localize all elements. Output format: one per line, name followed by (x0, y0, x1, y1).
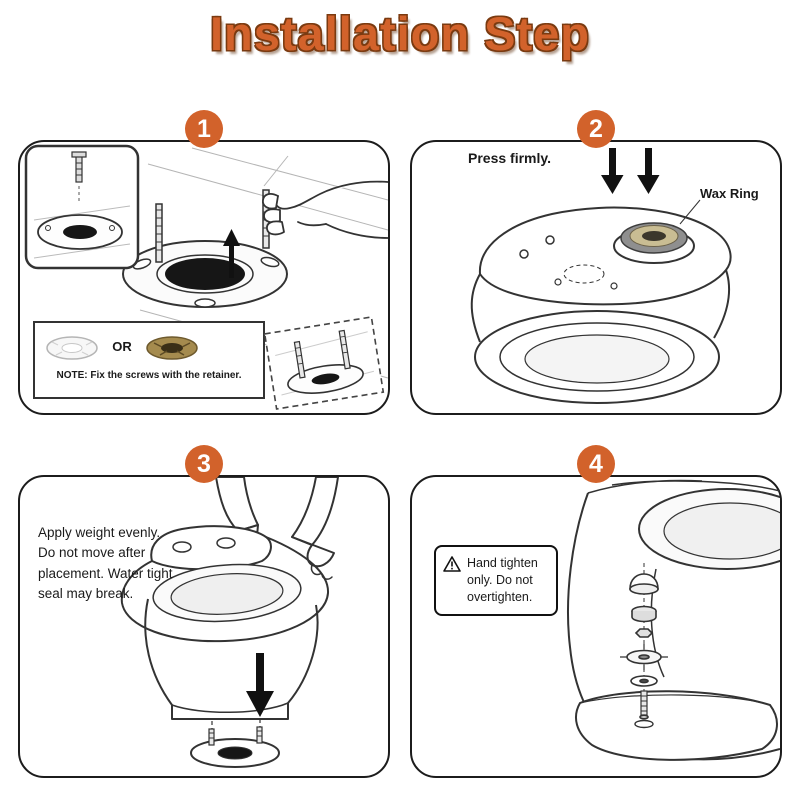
base-bolt-hole (634, 719, 654, 729)
warning-icon (443, 556, 461, 572)
upside-down-bowl (470, 206, 732, 404)
hand-tighten-warning-box: Hand tighten only. Do not overtighten. (434, 545, 558, 616)
down-arrow-icon (246, 653, 274, 717)
step-1-number-badge: 1 (185, 110, 223, 148)
flange-dashed-inset (263, 316, 385, 410)
step-2-number-badge: 2 (577, 110, 615, 148)
up-arrow-icon (223, 229, 240, 278)
step-panel-2: 2 (410, 110, 782, 415)
closet-flange (122, 240, 288, 308)
toilet-bowl (120, 525, 330, 720)
placing-bowl-illustration (120, 477, 339, 768)
retainer-note-text: NOTE: Fix the screws with the retainer. (56, 370, 242, 381)
flange-inset-detail (24, 144, 140, 270)
hand-illustration (262, 180, 388, 239)
wax-ring-on-bowl-illustration (470, 148, 732, 404)
wax-ring-label: Wax Ring (700, 186, 759, 201)
hand-tighten-warning-text: Hand tighten only. Do not overtighten. (467, 556, 538, 604)
toilet-base-corner (567, 479, 780, 761)
wax-ring (620, 222, 688, 254)
wax-ring-leader-line (679, 199, 701, 225)
down-arrows-icon (601, 148, 660, 194)
exploded-bolt-hardware (620, 563, 668, 729)
step-3-number-badge: 3 (185, 445, 223, 483)
press-firmly-label: Press firmly. (468, 150, 552, 166)
step-4-number-badge: 4 (577, 445, 615, 483)
step-panel-4: 4 (410, 445, 782, 778)
flange-and-bolts-illustration (24, 144, 388, 410)
bolt-hardware-illustration (567, 479, 780, 761)
floor-flange-target (190, 719, 280, 768)
apply-weight-instruction: Apply weight evenly. Do not move after p… (38, 525, 173, 601)
page-title: Installation Step (210, 7, 590, 60)
hex-nut (634, 628, 654, 638)
or-label: OR (112, 339, 132, 354)
retainer-note-box (33, 321, 265, 399)
step-panel-3: 3 (18, 445, 390, 778)
step-panel-1: 1 (18, 110, 390, 415)
